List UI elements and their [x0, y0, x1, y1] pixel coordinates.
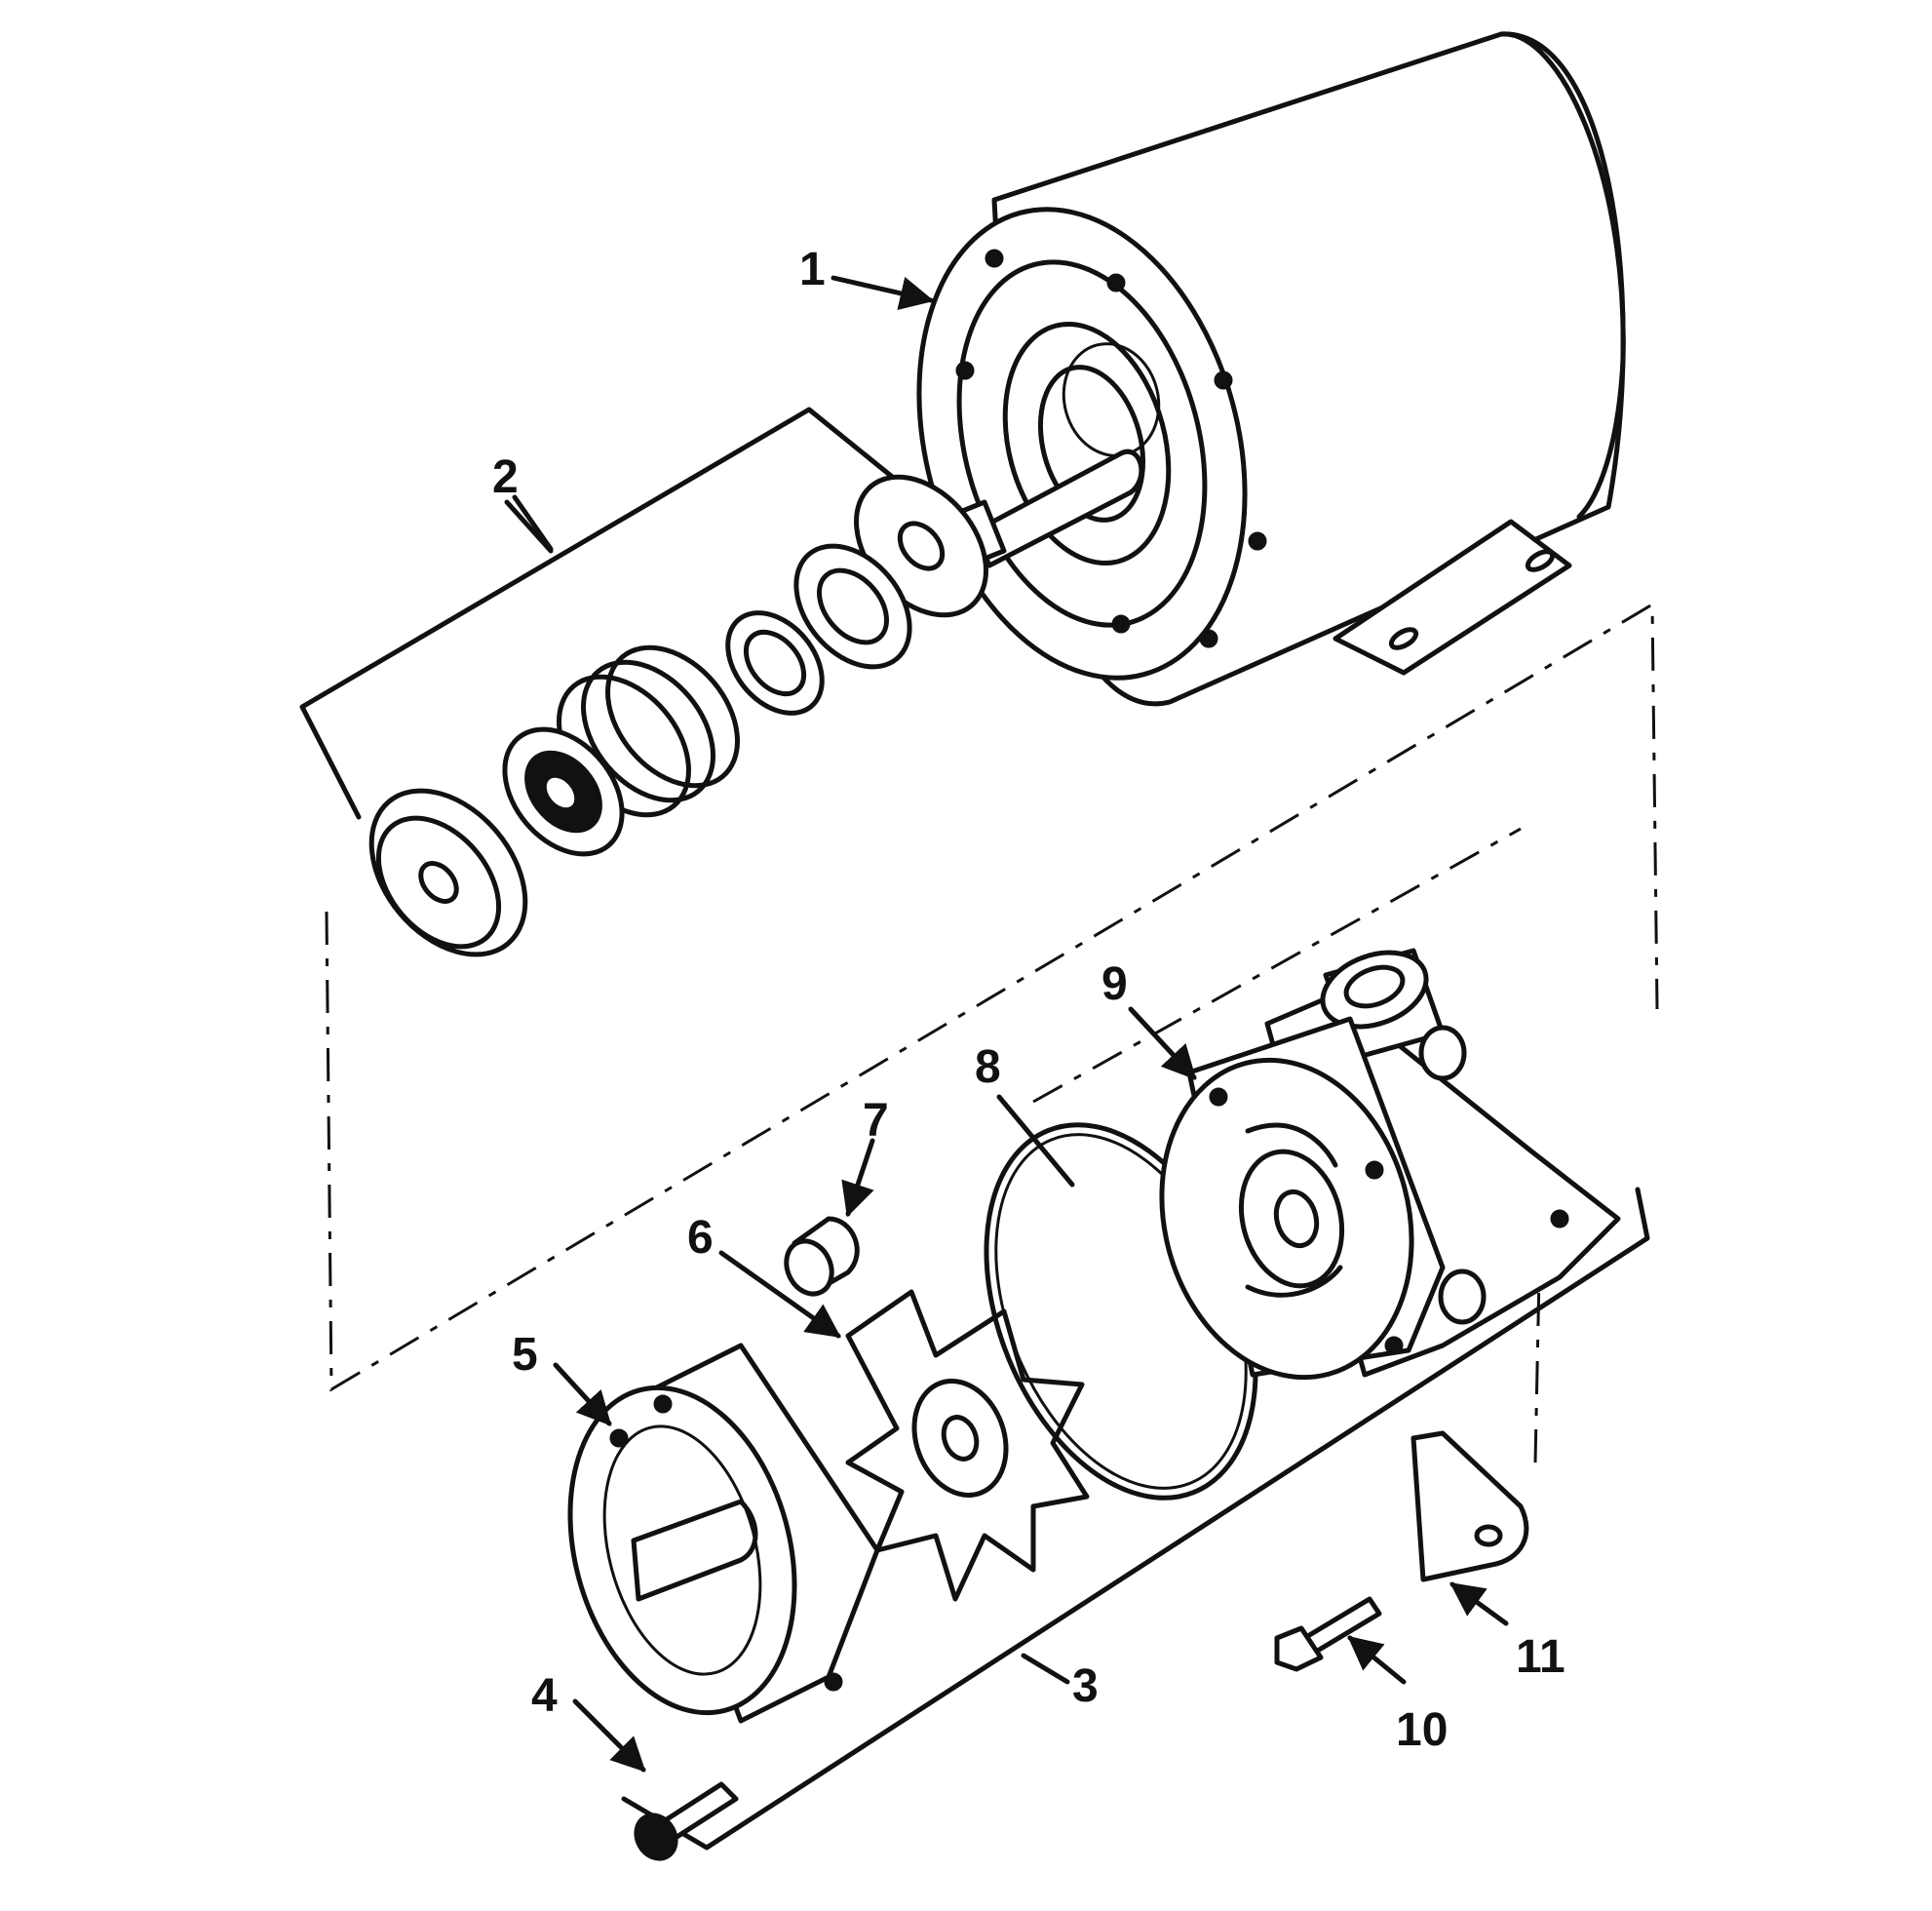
pump-cover	[567, 1343, 880, 1724]
callout-2: 2	[492, 451, 519, 503]
callout-3: 3	[1072, 1660, 1099, 1712]
leader-4	[572, 1698, 646, 1773]
pump-body	[1159, 948, 1621, 1381]
impeller-key	[784, 1216, 860, 1297]
callout-4: 4	[531, 1670, 558, 1722]
impeller	[845, 1289, 1090, 1602]
leader-10	[1347, 1635, 1407, 1685]
callout-9: 9	[1101, 958, 1128, 1010]
leader-7	[841, 1138, 875, 1218]
callout-7: 7	[863, 1095, 889, 1147]
leader-11	[1449, 1581, 1509, 1626]
cover-screw	[634, 1781, 739, 1861]
pump-axis-dash	[1032, 827, 1522, 1104]
mount-bracket	[1410, 1430, 1529, 1582]
seal-kit	[299, 407, 988, 957]
callout-11: 11	[1516, 1631, 1565, 1683]
leader-6	[718, 1250, 841, 1339]
leader-2	[512, 494, 554, 552]
leader-8	[996, 1094, 1075, 1188]
motor	[916, 31, 1626, 707]
leader-1	[831, 275, 935, 310]
callout-6: 6	[687, 1212, 714, 1264]
leader-9	[1128, 1006, 1197, 1080]
callout-1: 1	[799, 244, 826, 295]
callout-5: 5	[512, 1329, 538, 1381]
leader-3	[1021, 1653, 1070, 1685]
bracket-bolt	[1274, 1596, 1382, 1672]
leader-5	[553, 1362, 612, 1426]
assembly-centerline-dash	[325, 602, 1659, 1392]
callout-8: 8	[975, 1041, 1001, 1093]
callout-10: 10	[1396, 1704, 1448, 1756]
